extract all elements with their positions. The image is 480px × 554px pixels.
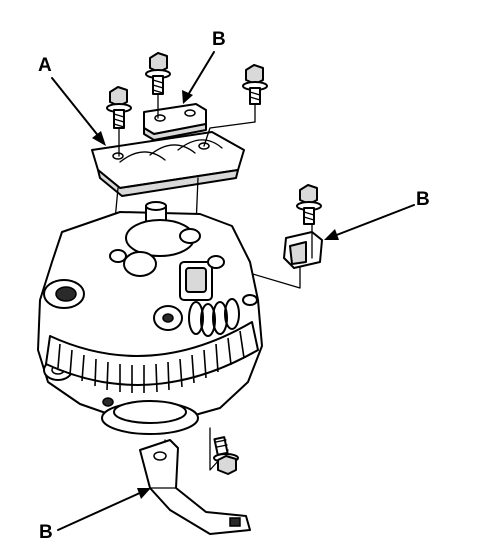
- clip: [283, 231, 323, 269]
- cover-plate: [91, 131, 245, 197]
- bolt-icon: [213, 436, 239, 475]
- leader-arrow-b-right: [324, 204, 415, 240]
- alternator-body: [37, 201, 263, 435]
- bolt-icon: [296, 184, 322, 225]
- leader-arrow-b-top: [182, 51, 215, 104]
- bolt-icon: [242, 64, 268, 105]
- bolt-icon: [145, 52, 171, 95]
- leader-arrow-b-bottom: [57, 488, 151, 531]
- bracket: [139, 439, 251, 535]
- leader-arrow-a: [51, 77, 106, 146]
- bracket: [143, 103, 207, 141]
- callout-label-b-right: B: [416, 189, 430, 210]
- callout-label-b-bottom: B: [39, 522, 53, 543]
- callout-label-b-top: B: [212, 29, 226, 50]
- bolt-icon: [106, 86, 132, 129]
- callout-label-a: A: [38, 55, 52, 76]
